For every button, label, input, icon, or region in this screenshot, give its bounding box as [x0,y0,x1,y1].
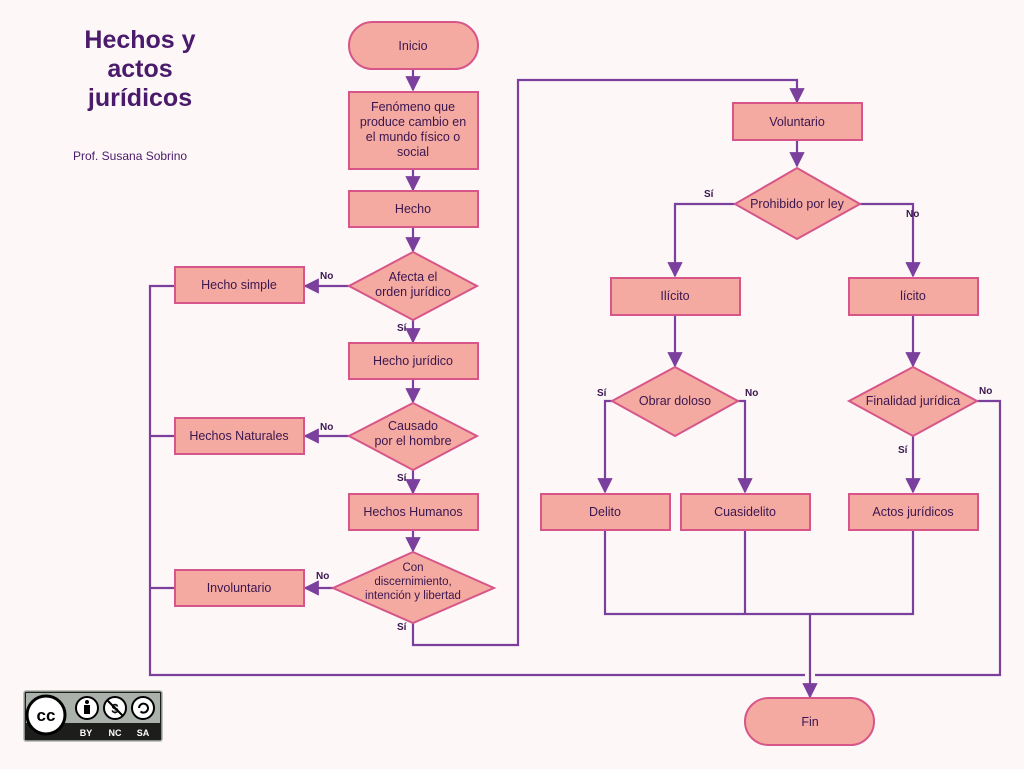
edge-label-obrar-no: No [745,388,758,399]
edge-label-prohibido-no: No [906,209,919,220]
label-afecta-2: orden jurídico [375,285,451,299]
label-hecho-simple: Hecho simple [201,278,277,292]
cc-icon [25,694,67,736]
cc-label-sa: SA [137,728,150,738]
edge-label-causado-si: Sí [397,473,408,484]
label-hechos-naturales: Hechos Naturales [189,429,288,443]
cc-icon-text: cc [37,706,56,725]
node-hecho-simple [174,266,305,304]
edge-label-finalidad-si: Sí [898,445,909,456]
edge-label-afecta-si: Sí [397,323,408,334]
nodes [174,21,980,746]
node-hecho [348,190,479,228]
edge-labels: No Sí No Sí No Sí Sí No Sí No Sí No [316,189,992,633]
diagram-title: Hechos y actos jurídicos [60,26,220,113]
title-line-3: jurídicos [87,84,193,112]
edges [148,70,1002,699]
node-fenomeno [348,91,479,170]
title-line-2: actos [107,55,173,83]
label-obrar-doloso: Obrar doloso [639,394,711,408]
title-line-1: Hechos y [84,26,196,54]
edge-label-afecta-no: No [320,271,333,282]
label-finalidad: Finalidad jurídica [866,394,961,408]
edge-label-condisc-no: No [316,571,329,582]
edge-obrar-no [737,399,753,494]
label-condisc-2: discernimiento, [374,576,451,588]
node-hechos-humanos [348,493,479,531]
node-actos-juridicos [848,493,979,531]
label-hecho: Hecho [395,202,431,216]
edge-label-prohibido-si: Sí [704,189,715,200]
node-finalidad [846,365,980,438]
node-obrar-doloso [609,365,741,438]
edge-bottom-merge [603,530,915,616]
node-prohibido [732,166,863,241]
edge-prohibido-no [860,202,921,278]
label-afecta-1: Afecta el [389,270,438,284]
cc-license-badge: cc $ BY NC SA [23,690,163,742]
edge-left-collector [148,284,805,677]
edge-label-causado-no: No [320,422,333,433]
node-cuasidelito [680,493,811,531]
node-afecta [346,250,480,322]
label-fenomeno-4: social [397,145,429,159]
label-prohibido: Prohibido por ley [750,197,845,211]
label-fenomeno-3: el mundo físico o [366,130,461,144]
node-delito [540,493,671,531]
node-fin [744,697,875,746]
cc-label-by: BY [80,728,93,738]
node-labels: Inicio Fenómeno que produce cambio en el… [189,39,960,729]
edge-obrar-si [597,399,613,494]
node-ilicito [610,277,741,316]
edge-prohibido-si [667,202,735,278]
edge-label-obrar-si: Sí [597,388,608,399]
label-causado-2: por el hombre [374,434,451,448]
node-involuntario [174,569,305,607]
node-hecho-juridico [348,342,479,380]
label-condisc-1: Con [402,562,423,574]
label-fenomeno-1: Fenómeno que [371,100,455,114]
cc-label-nc: NC [109,728,122,738]
edge-finalidad-no [815,399,1002,677]
label-hechos-humanos: Hechos Humanos [363,505,462,519]
label-fenomeno-2: produce cambio en [360,115,466,129]
label-ilicito: Ilícito [660,289,689,303]
node-causado [346,401,480,472]
label-actos-juridicos: Actos jurídicos [872,505,953,519]
by-icon-body [84,705,90,714]
node-licito [848,277,979,316]
node-voluntario [732,102,863,141]
label-cuasidelito: Cuasidelito [714,505,776,519]
node-inicio [348,21,479,70]
edge-label-finalidad-no: No [979,386,992,397]
label-causado-1: Causado [388,419,438,433]
node-con-discernimiento [330,550,497,625]
label-condisc-3: intención y libertad [365,590,461,602]
label-voluntario: Voluntario [769,115,825,129]
nc-icon-slash [106,699,124,717]
label-hecho-juridico: Hecho jurídico [373,354,453,368]
label-inicio: Inicio [398,39,427,53]
by-icon-head [85,700,89,704]
sa-icon [131,696,155,720]
author-name: Prof. Susana Sobrino [73,149,188,163]
edge-label-condisc-si: Sí [397,622,408,633]
edge-condisc-voluntario [411,78,805,647]
label-licito: lícito [900,289,926,303]
sa-icon-arrow [138,702,149,714]
label-fin: Fin [801,715,818,729]
label-delito: Delito [589,505,621,519]
label-involuntario: Involuntario [207,581,272,595]
node-hechos-naturales [174,417,305,455]
